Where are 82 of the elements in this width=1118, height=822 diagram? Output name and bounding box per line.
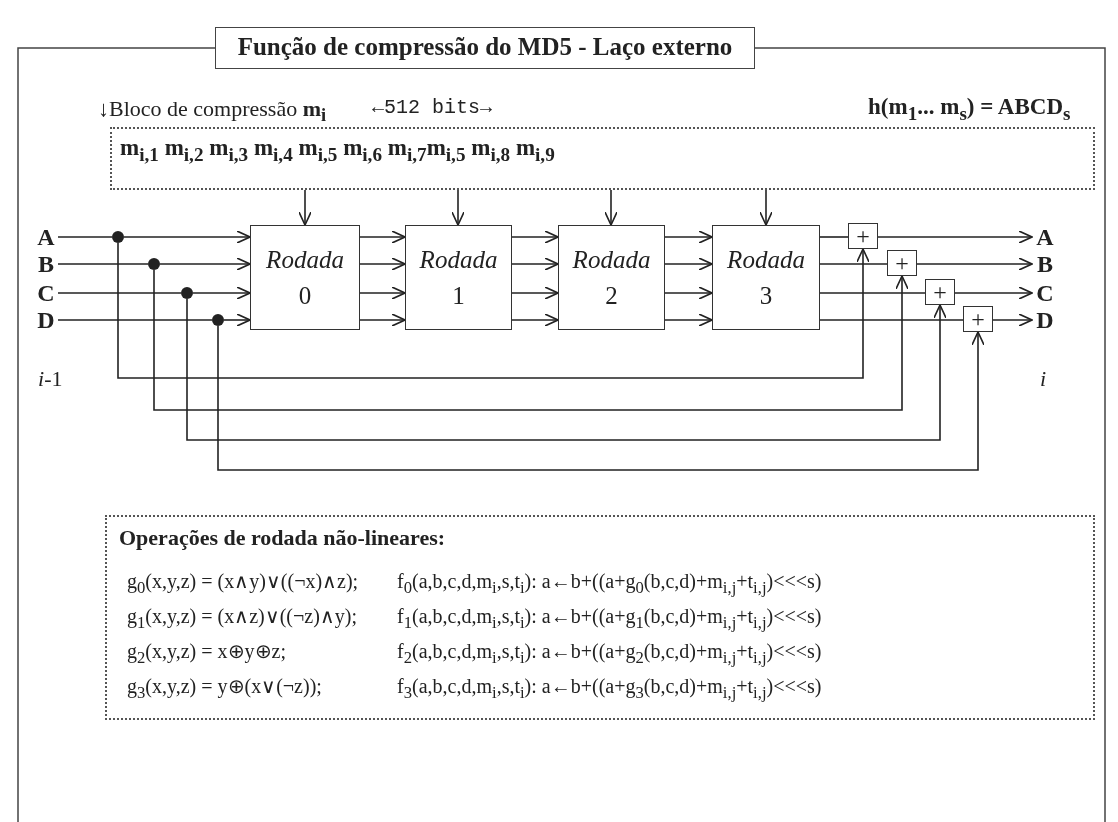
arrow: [992, 313, 1033, 327]
junction-dot: [181, 287, 193, 299]
signal-label: C: [1032, 281, 1058, 305]
boolean-function-formula: g$_{0}$(x,y,z) = (x∧y)∨((¬x)∧z);: [127, 569, 360, 599]
arrow: [359, 257, 406, 271]
arrow: [511, 313, 559, 327]
connector-line: [57, 292, 182, 294]
connector-line: [819, 263, 888, 265]
adder-box: [963, 306, 993, 332]
plus-sign: +: [895, 252, 909, 274]
plus-sign: +: [856, 225, 870, 247]
junction-dot: [148, 258, 160, 270]
round-label: Rodada 2: [571, 244, 652, 311]
boolean-function-formula: g$_{1}$(x,y,z) = (x∧z)∨((¬z)∧y);: [127, 604, 359, 634]
arrow: [916, 257, 1033, 271]
connector-line: [819, 319, 964, 321]
arrow: [117, 242, 870, 379]
iteration-label: i: [1040, 366, 1047, 392]
signal-label: A: [1032, 225, 1058, 249]
arrow: [298, 189, 312, 226]
arrow: [359, 230, 406, 244]
arrow: [153, 269, 909, 411]
arrow: [359, 313, 406, 327]
adder-box: [848, 223, 878, 249]
connector-line: [57, 263, 149, 265]
arrow: [511, 286, 559, 300]
round-function-formula: f$_{2}$(a,b,c,d,m$_{i}$,s,t$_{i}$): a←b+((a+g$_{2}$(b,c,d)+m$_{i,j}$+t$_{i,j}$)<<<s): [397, 639, 823, 669]
arrow: [604, 189, 618, 226]
connector-line: [57, 236, 113, 238]
junction-dot: [212, 314, 224, 326]
signal-label: B: [34, 252, 58, 276]
arrow: [877, 230, 1033, 244]
arrow: [664, 313, 713, 327]
arrow: [359, 286, 406, 300]
signal-label: A: [34, 225, 58, 249]
arrow: [159, 257, 251, 271]
signal-label: D: [1032, 308, 1058, 332]
round-box: [712, 225, 820, 330]
arrow: [511, 230, 559, 244]
round-box: [250, 225, 360, 330]
title: Função de compressão do MD5 - Laço externo: [215, 27, 755, 69]
arrow: [759, 189, 773, 226]
arrow: [954, 286, 1033, 300]
arrow: [664, 257, 713, 271]
round-box: [405, 225, 512, 330]
junction-dot: [112, 231, 124, 243]
arrow: [223, 313, 251, 327]
boolean-function-formula: g$_{2}$(x,y,z) = x⊕y⊕z;: [127, 639, 287, 669]
adder-box: [887, 250, 917, 276]
signal-label: D: [34, 308, 58, 332]
plus-sign: +: [971, 308, 985, 330]
signal-label: B: [1032, 252, 1058, 276]
round-box: [558, 225, 665, 330]
connector-line: [57, 319, 213, 321]
arrow: [186, 298, 947, 441]
round-function-formula: f$_{1}$(a,b,c,d,m$_{i}$,s,t$_{i}$): a←b+((a+g$_{1}$(b,c,d)+m$_{i,j}$+t$_{i,j}$)<<<s): [397, 604, 823, 634]
arrow: [664, 230, 713, 244]
message-words: m$_{i,1}$ m$_{i,2}$ m$_{i,3}$ m$_{i,4}$ m$_{i,5}$ m$_{i,6}$ m$_{i,7}$m$_{i,5}$ m$_{i,8}$ m$_{i,9}$: [120, 135, 556, 166]
plus-sign: +: [933, 281, 947, 303]
operations-panel: [105, 515, 1095, 720]
iteration-label: i-1: [38, 366, 63, 392]
round-function-formula: f$_{3}$(a,b,c,d,m$_{i}$,s,t$_{i}$): a←b+((a+g$_{3}$(b,c,d)+m$_{i,j}$+t$_{i,j}$)<<<s): [397, 674, 823, 704]
round-label: Rodada 3: [726, 244, 806, 311]
arrow: [192, 286, 251, 300]
hash-formula: h(m$_{1}$... m$_{s}$) = ABCD$_{s}$: [868, 94, 1071, 125]
signal-label: C: [34, 281, 58, 305]
boolean-function-formula: g$_{3}$(x,y,z) = y⊕(x∨(¬z));: [127, 674, 323, 704]
bit-size-text: ←512 bits→: [372, 96, 493, 119]
panel-heading: Operações de rodada não-lineares:: [119, 525, 447, 552]
round-label: Rodada 0: [265, 244, 345, 311]
arrow: [451, 189, 465, 226]
message-block-box: [110, 127, 1095, 190]
adder-box: [925, 279, 955, 305]
arrow: [511, 257, 559, 271]
round-label: Rodada 1: [418, 244, 499, 311]
connector-line: [819, 236, 849, 238]
arrow: [217, 325, 985, 471]
arrow: [123, 230, 251, 244]
arrow: [664, 286, 713, 300]
connector-line: [819, 292, 926, 294]
caption-text: ↓Bloco de compressão m$_{i}$: [98, 96, 327, 127]
round-function-formula: f$_{0}$(a,b,c,d,m$_{i}$,s,t$_{i}$): a←b+((a+g$_{0}$(b,c,d)+m$_{i,j}$+t$_{i,j}$)<<<s): [397, 569, 823, 599]
